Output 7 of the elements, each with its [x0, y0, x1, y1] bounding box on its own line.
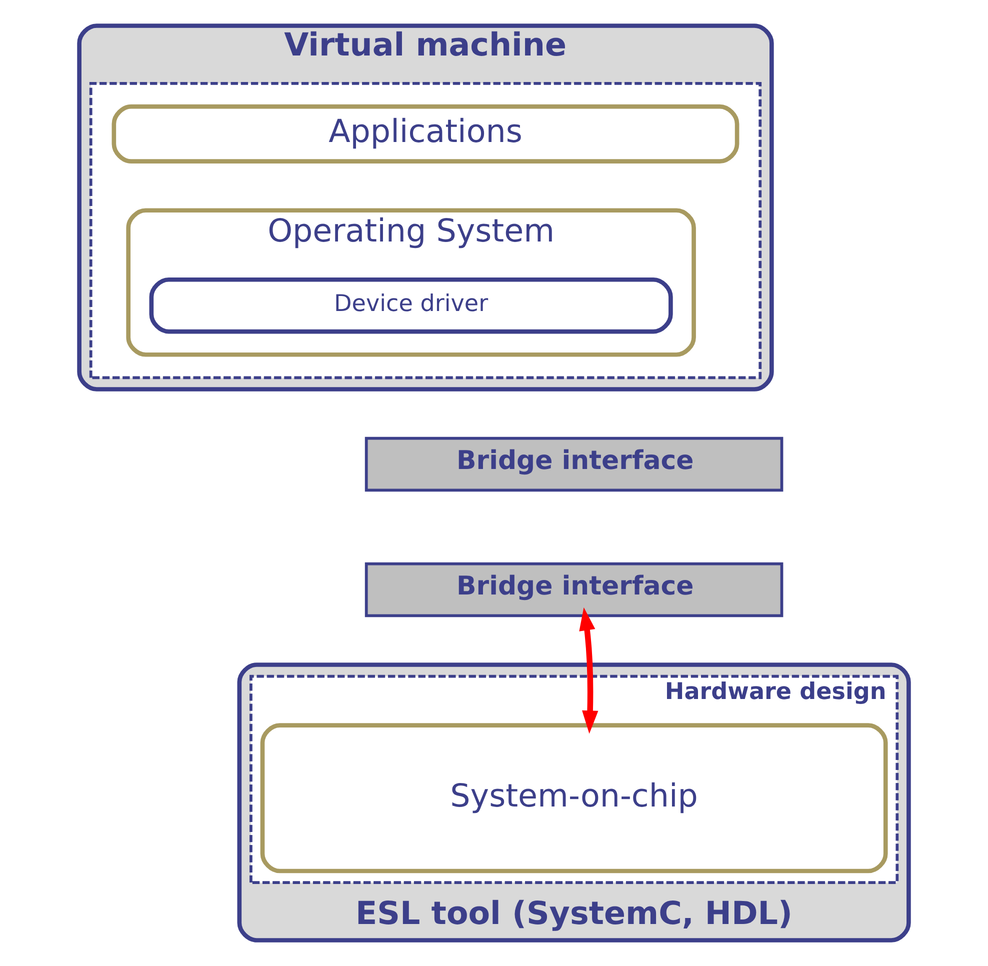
cluster	[89, 82, 762, 380]
node-box: Bridge interface	[364, 436, 784, 492]
node-box: Applications	[112, 104, 740, 164]
arrow	[579, 607, 598, 734]
node-box: System-on-chip	[260, 723, 888, 874]
node-box: Device driver	[149, 277, 673, 334]
node-box: Bridge interface	[364, 562, 784, 618]
